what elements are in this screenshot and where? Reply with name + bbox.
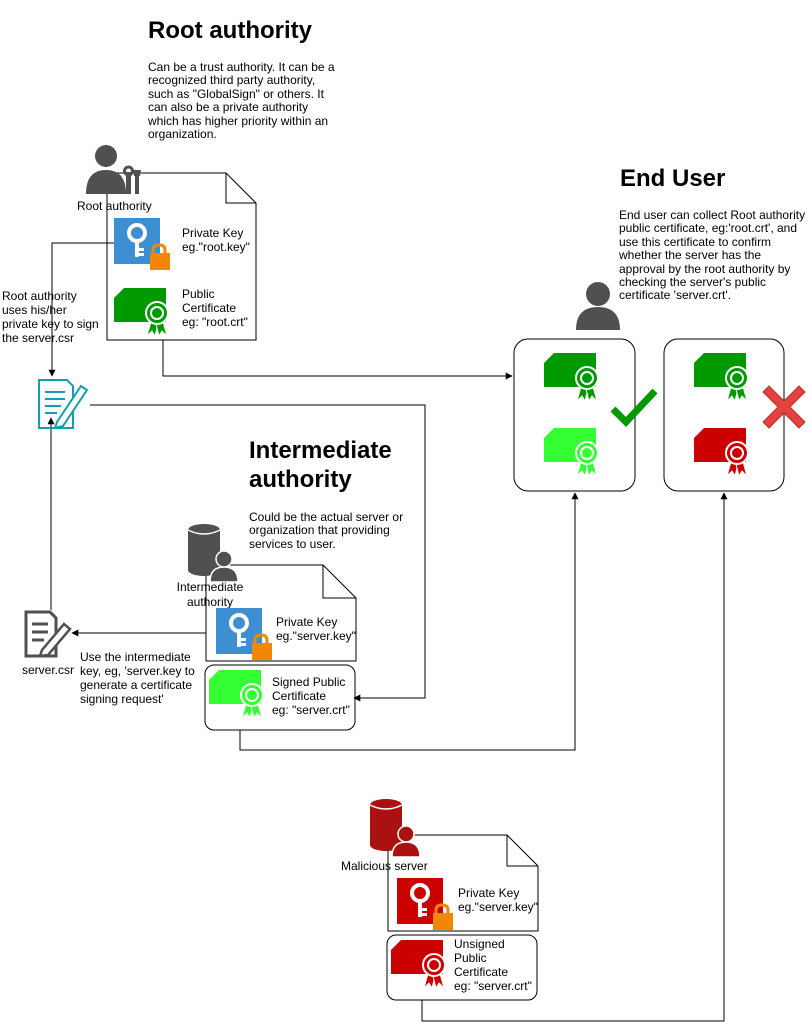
end-user-rejected-box	[663, 338, 785, 492]
rejected-server-certificate-icon	[694, 428, 749, 478]
server-csr-label: server.csr	[22, 663, 75, 677]
server-csr-icon	[24, 610, 72, 658]
unsigned-cert-label-1: Unsigned	[454, 937, 505, 951]
root-authority-actor-label: Root authority	[77, 199, 152, 213]
intermediate-title-line-2: authority	[249, 466, 352, 493]
intermediate-title-line-1: Intermediate	[249, 437, 392, 464]
intermediate-private-key-label-1: Private Key	[276, 615, 338, 629]
checkmark-icon	[610, 388, 658, 427]
trusted-root-certificate-icon	[544, 353, 599, 403]
csr-note-1: Use the intermediate	[80, 650, 191, 664]
arrow-root-key-to-document	[48, 242, 114, 377]
arrow-unsigned-cert-to-end-user	[421, 492, 728, 1022]
signed-public-certificate-icon	[209, 670, 264, 720]
root-public-certificate-icon	[114, 288, 169, 338]
root-sign-note-4: the server.csr	[2, 331, 75, 345]
rejected-root-certificate-icon	[694, 353, 749, 403]
arrow-signed-cert-to-end-user	[239, 492, 579, 751]
malicious-private-key-icon	[397, 878, 453, 930]
intermediate-private-key-icon	[216, 608, 272, 660]
root-private-key-label-2: eg."root.key"	[182, 240, 250, 254]
intermediate-document-fold	[322, 565, 356, 599]
root-public-cert-label-2: Certificate	[182, 301, 237, 315]
malicious-actor-label: Malicious server	[341, 859, 428, 873]
signed-cert-box	[204, 664, 356, 731]
signed-cert-label-3: eg: "server.crt"	[272, 703, 350, 717]
root-document-shape	[106, 172, 257, 341]
unsigned-cert-label-2: Public	[454, 951, 487, 965]
intermediate-description: Could be the actual server or organizati…	[249, 510, 404, 551]
malicious-database-user-icon	[369, 799, 421, 857]
malicious-document-fold	[506, 835, 538, 867]
intermediate-private-key-label-2: eg."server.key"	[276, 629, 356, 643]
end-user-title: End User	[620, 165, 726, 192]
root-document-fold	[225, 173, 256, 204]
root-authority-description: Can be a trust authority. It can be a re…	[148, 60, 335, 142]
root-authority-user-icon	[86, 145, 141, 194]
csr-note-3: generate a certificate	[80, 678, 193, 692]
csr-note-4: signing request'	[80, 692, 164, 706]
signed-document-icon	[38, 379, 89, 430]
intermediate-database-user-icon	[187, 524, 239, 582]
unsigned-cert-box	[386, 934, 538, 1001]
cross-icon	[762, 385, 806, 429]
malicious-private-key-label-2: eg."server.key"	[458, 900, 538, 914]
unsigned-cert-label-4: eg: "server.crt"	[454, 979, 532, 993]
root-private-key-label-1: Private Key	[182, 226, 244, 240]
intermediate-actor-label-2: authority	[186, 595, 234, 609]
signed-cert-label-1: Signed Public	[272, 675, 346, 689]
root-sign-note-1: Root authority	[2, 289, 77, 303]
arrow-root-cert-to-end-user	[162, 340, 513, 380]
malicious-private-key-label-1: Private Key	[458, 886, 520, 900]
unsigned-public-certificate-icon	[391, 940, 446, 990]
root-sign-note-3: private key to sign	[2, 317, 99, 331]
signed-cert-label-2: Certificate	[272, 689, 327, 703]
end-user-description: End user can collect Root authority publ…	[619, 208, 806, 303]
root-authority-title: Root authority	[148, 17, 312, 44]
end-user-icon	[576, 282, 620, 330]
arrow-document-to-signed-cert	[90, 404, 426, 702]
root-sign-note-2: uses his/her	[2, 303, 67, 317]
intermediate-actor-label-1: Intermediate	[176, 580, 244, 594]
root-public-cert-label-1: Public	[182, 287, 215, 301]
intermediate-document-shape	[205, 564, 357, 662]
root-private-key-icon	[114, 218, 170, 270]
root-public-cert-label-3: eg: "root.crt"	[182, 315, 248, 329]
trusted-server-certificate-icon	[544, 428, 599, 478]
unsigned-cert-label-3: Certificate	[454, 965, 509, 979]
csr-note-2: key, eg, 'server.key to	[80, 664, 195, 678]
malicious-document-shape	[387, 834, 539, 932]
